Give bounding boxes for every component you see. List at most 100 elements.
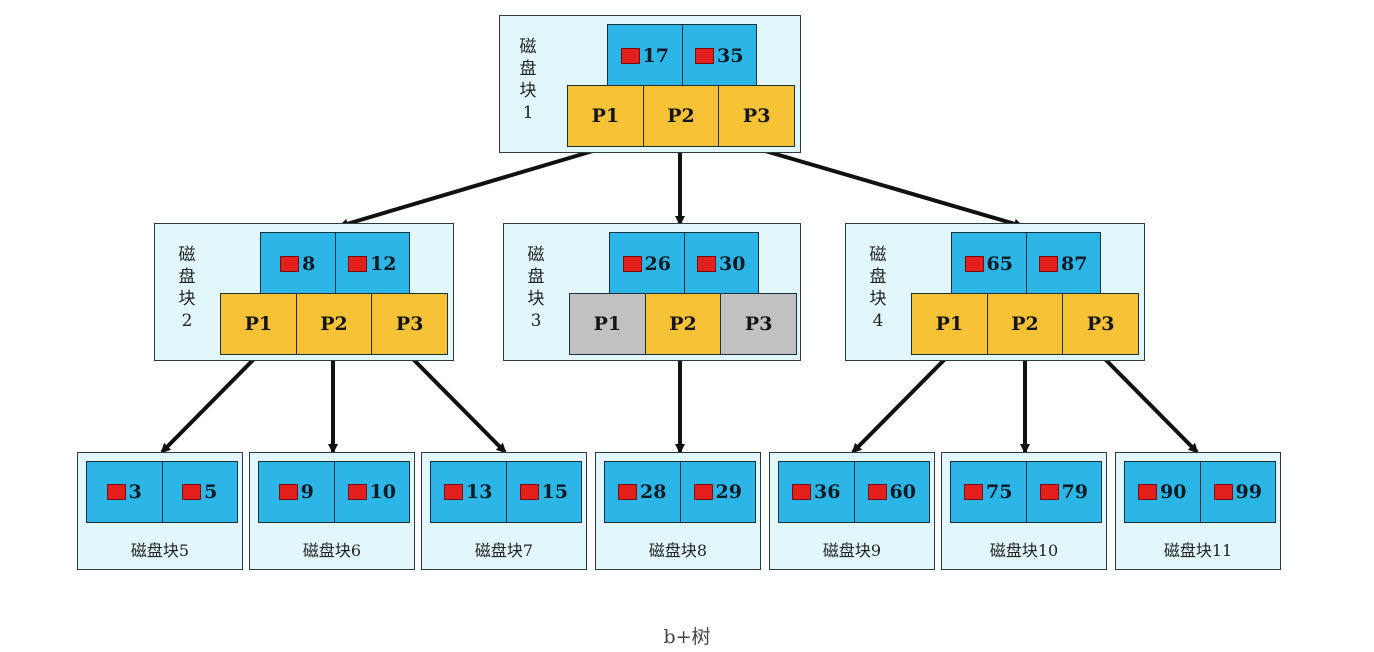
key-value: 65 (986, 253, 1013, 275)
pointer-cell-p1: P1 (570, 294, 646, 354)
key-row: 28 29 (604, 461, 756, 523)
edge-block4-p3 (1100, 354, 1199, 454)
disk-block-leaf: 75 79 磁盘块10 (941, 452, 1107, 570)
pointer-cell-p2: P2 (987, 294, 1064, 354)
key-row: 26 30 (609, 232, 759, 296)
disk-block-leaf: 13 15 磁盘块7 (421, 452, 587, 570)
key-value: 29 (715, 481, 742, 503)
disk-block-label: 磁盘块10 (989, 541, 1059, 560)
pointer-cell-p3: P3 (372, 294, 448, 354)
key-cell: 28 (605, 462, 681, 522)
key-row: 75 79 (950, 461, 1102, 523)
data-pointer-marker-icon (348, 256, 368, 272)
key-value: 5 (204, 481, 218, 503)
key-value: 36 (814, 481, 841, 503)
key-cell: 75 (951, 462, 1027, 522)
key-value: 8 (302, 253, 316, 275)
data-pointer-marker-icon (618, 484, 638, 500)
data-pointer-marker-icon (693, 484, 713, 500)
pointer-cell-p3: P3 (719, 86, 795, 146)
data-pointer-marker-icon (1039, 484, 1059, 500)
data-pointer-marker-icon (444, 484, 464, 500)
key-row: 65 87 (951, 232, 1101, 296)
key-value: 17 (642, 45, 669, 67)
key-row: 90 99 (1124, 461, 1276, 523)
data-pointer-marker-icon (106, 484, 126, 500)
edge-block2-p3 (408, 354, 507, 454)
key-value: 13 (466, 481, 493, 503)
key-value: 28 (640, 481, 667, 503)
key-row: 9 10 (258, 461, 410, 523)
key-cell: 99 (1200, 462, 1275, 522)
disk-block-leaf: 90 99 磁盘块11 (1115, 452, 1281, 570)
key-cell: 65 (952, 233, 1027, 295)
key-value: 79 (1061, 481, 1088, 503)
pointer-cell-p2: P2 (643, 86, 720, 146)
key-cell: 17 (608, 25, 683, 87)
pointer-cell-p2: P2 (296, 294, 373, 354)
pointer-cell-p1: P1 (221, 294, 297, 354)
key-value: 30 (719, 253, 746, 275)
key-value: 26 (644, 253, 671, 275)
data-pointer-marker-icon (695, 48, 715, 64)
key-row: 36 60 (778, 461, 930, 523)
key-value: 99 (1235, 481, 1262, 503)
key-cell: 26 (610, 233, 685, 295)
key-row: 13 15 (430, 461, 582, 523)
key-cell: 10 (334, 462, 409, 522)
key-cell: 90 (1125, 462, 1201, 522)
disk-block-label: 磁盘块11 (1163, 541, 1233, 560)
data-pointer-marker-icon (278, 484, 298, 500)
key-cell: 12 (335, 233, 409, 295)
data-pointer-marker-icon (697, 256, 717, 272)
data-pointer-marker-icon (622, 256, 642, 272)
data-pointer-marker-icon (867, 484, 887, 500)
key-row: 8 12 (260, 232, 410, 296)
key-value: 9 (300, 481, 314, 503)
disk-block-label: 磁盘块7 (474, 541, 534, 560)
key-cell: 30 (684, 233, 758, 295)
pointer-cell-p1: P1 (912, 294, 988, 354)
key-value: 3 (128, 481, 142, 503)
key-cell: 60 (854, 462, 929, 522)
data-pointer-marker-icon (964, 256, 984, 272)
pointer-cell-p3: P3 (1063, 294, 1139, 354)
data-pointer-marker-icon (792, 484, 812, 500)
disk-block-label: 磁盘块5 (130, 541, 190, 560)
data-pointer-marker-icon (1138, 484, 1158, 500)
key-cell: 9 (259, 462, 335, 522)
pointer-cell-p2: P2 (645, 294, 722, 354)
pointer-cell-p3: P3 (721, 294, 797, 354)
key-cell: 87 (1026, 233, 1100, 295)
data-pointer-marker-icon (1039, 256, 1059, 272)
key-cell: 15 (506, 462, 581, 522)
pointer-cell-p1: P1 (568, 86, 644, 146)
disk-block-label: 磁盘块9 (822, 541, 882, 560)
key-cell: 3 (87, 462, 163, 522)
edge-root-p1 (338, 146, 604, 229)
edge-root-p3 (754, 146, 1024, 229)
key-cell: 29 (680, 462, 755, 522)
data-pointer-marker-icon (620, 48, 640, 64)
disk-block-label: 磁盘块8 (648, 541, 708, 560)
key-cell: 35 (682, 25, 756, 87)
edge-block4-p1 (851, 354, 950, 454)
data-pointer-marker-icon (964, 484, 984, 500)
disk-block-leaf: 36 60 磁盘块9 (769, 452, 935, 570)
data-pointer-marker-icon (1213, 484, 1233, 500)
